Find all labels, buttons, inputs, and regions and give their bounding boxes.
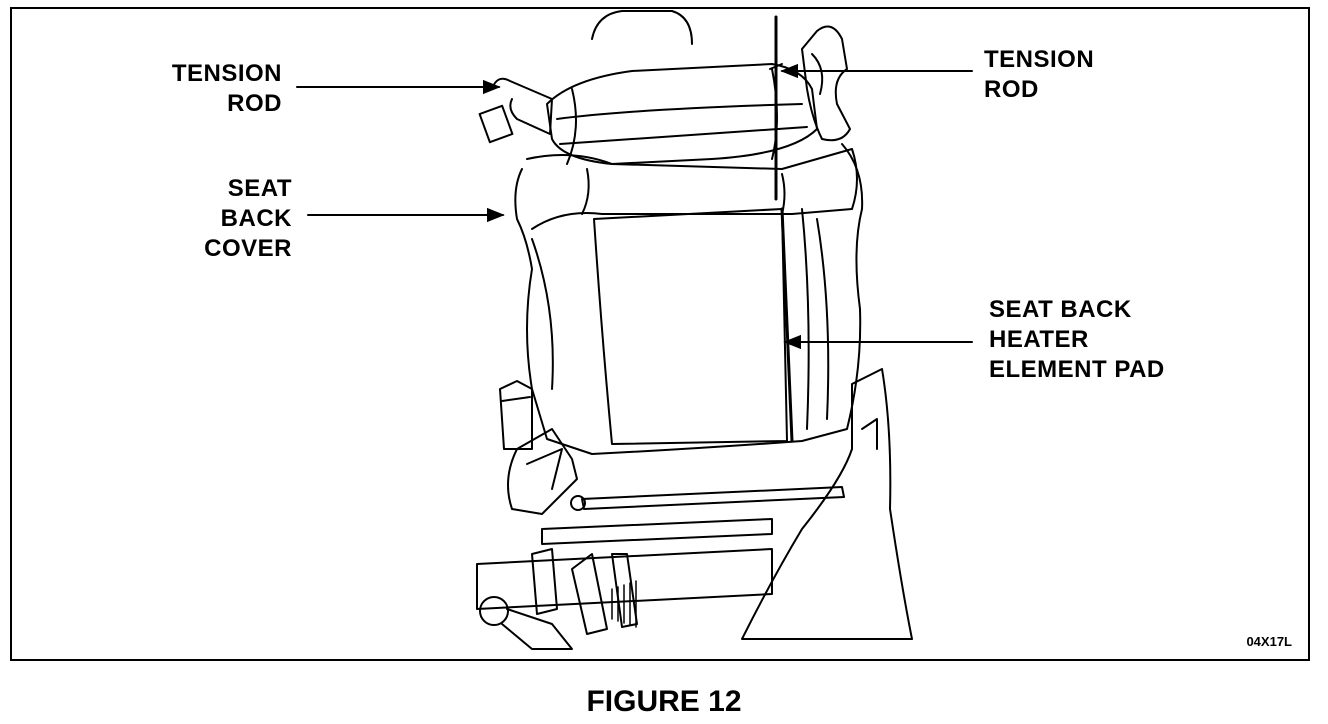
seat-track-bar — [541, 518, 773, 545]
label-line: TENSION — [171, 60, 282, 87]
right-shroud — [741, 368, 913, 640]
head-restraint — [591, 10, 693, 45]
seat-belt-buckle — [499, 380, 533, 450]
label-seat-back-cover: SEAT BACK COVER — [172, 174, 292, 264]
left-bolster — [531, 238, 554, 390]
right-bolster — [801, 208, 810, 430]
label-line: HEATER — [989, 326, 1089, 353]
figure-caption: FIGURE 12 — [586, 685, 742, 718]
recliner-bracket — [507, 428, 578, 515]
seat-illustration — [296, 10, 973, 650]
label-line: SEAT — [227, 175, 292, 202]
label-line: ELEMENT PAD — [989, 356, 1165, 383]
heater-element-pad — [593, 208, 788, 445]
label-tension-rod-right: TENSION ROD — [984, 45, 1094, 105]
label-line: ROD — [227, 90, 282, 117]
label-line: TENSION — [984, 46, 1095, 73]
cover-fold-band — [526, 148, 858, 230]
seat-spring — [611, 580, 637, 628]
seatback-outline — [514, 143, 864, 455]
label-line: BACK — [220, 205, 292, 232]
label-heater-pad: SEAT BACK HEATER ELEMENT PAD — [989, 295, 1165, 385]
label-line: SEAT BACK — [989, 296, 1132, 323]
seat-track-upper — [581, 486, 845, 510]
seat-track-lower — [476, 548, 773, 610]
reference-code: 04X17L — [1246, 634, 1292, 649]
label-tension-rod-left: TENSION ROD — [152, 59, 282, 119]
label-line: ROD — [984, 76, 1039, 103]
figure-frame: TENSION ROD TENSION ROD SEAT BACK COVER … — [10, 7, 1310, 661]
bunched-cover — [801, 25, 851, 142]
recliner-knob — [479, 596, 509, 626]
label-line: COVER — [204, 235, 292, 262]
